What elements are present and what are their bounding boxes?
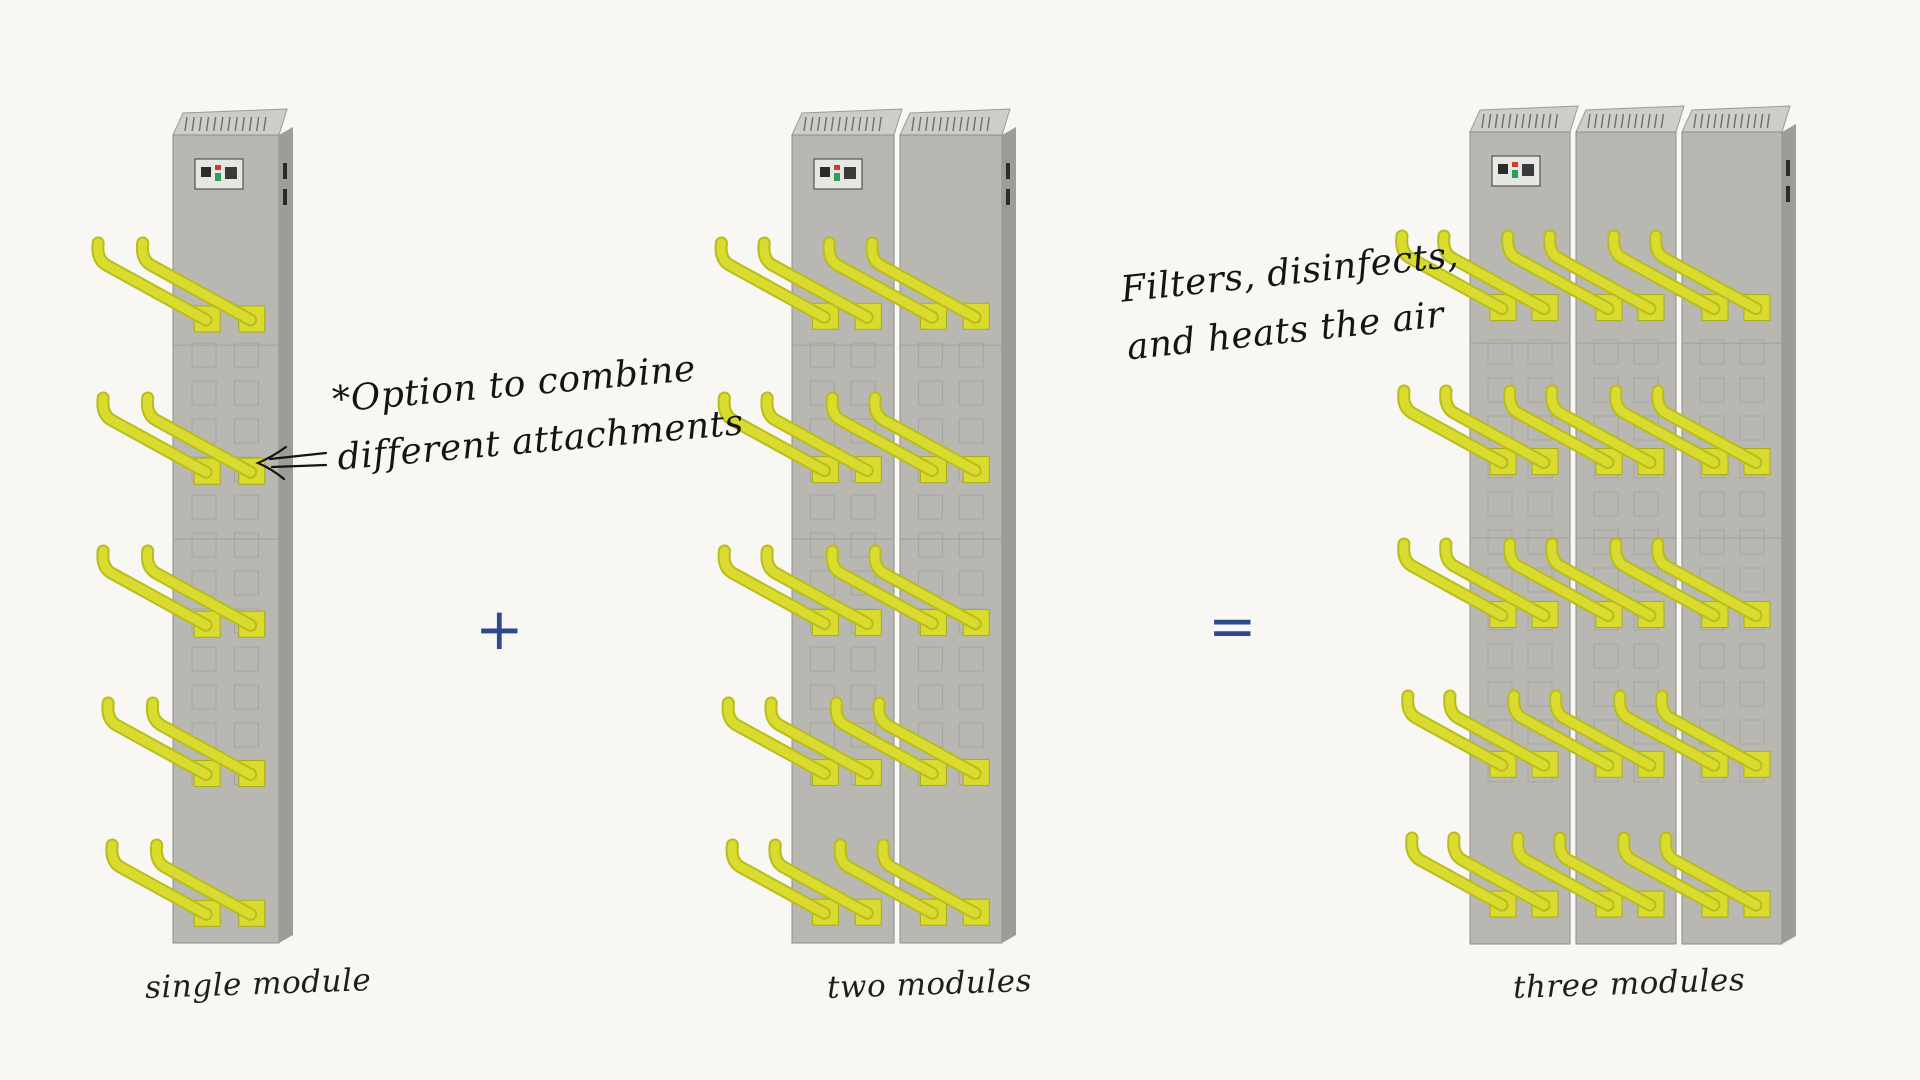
drying-hook [98,393,211,477]
control-panel-icon [1491,155,1541,187]
drying-hook [1441,539,1549,620]
drying-hook [107,840,211,919]
drying-hook [1513,833,1613,910]
drying-hook [1441,386,1549,467]
vent-top [791,108,903,136]
drying-hook [1657,691,1761,770]
drying-hook [98,546,211,630]
drying-hook [1609,231,1719,314]
unit-side [1002,127,1016,943]
two-modules-unit [714,95,1040,955]
drying-hook [1503,231,1613,314]
drying-hook [142,546,256,630]
drying-hook [719,393,829,476]
vent-top [1469,105,1579,133]
vent-grille-icon [1481,113,1559,129]
drying-hook [831,698,937,778]
control-panel-icon [813,158,863,190]
drying-hook [1661,833,1761,910]
vent-top [172,108,288,136]
drying-hook [1547,539,1655,620]
drying-hook [827,393,937,476]
drying-hook [1619,833,1719,910]
unit-body [791,108,1016,944]
drying-hook [827,546,937,629]
drying-hook [1551,691,1655,770]
drying-hook [1399,539,1507,620]
three-modules-caption: three modules [1512,961,1746,1006]
drying-hook [151,840,256,919]
drying-hook [1555,833,1655,910]
vent-grille-icon [184,116,267,132]
drying-hook [1509,691,1613,770]
drying-hook [1545,231,1655,314]
drying-hook [824,238,937,322]
arrow-icon [255,445,328,481]
drying-hook [770,840,872,918]
drying-hook [870,393,980,476]
plus-sign: + [475,595,524,663]
drying-hook [1651,231,1761,314]
vent-top [1681,105,1791,133]
drying-hook [1611,386,1719,467]
drying-hook [1505,539,1613,620]
drying-hook [137,238,256,325]
three-modules-drawing [1395,105,1796,945]
vent-grille-icon [1587,113,1665,129]
drying-hook [716,238,829,322]
unit-side [1782,124,1796,944]
drying-hook [1439,231,1549,314]
combine-attachments-note: *Option to combine different attachments [330,348,746,479]
drying-hook [142,393,256,477]
two-modules-caption: two modules [826,962,1033,1006]
drying-hook [93,238,211,325]
drying-hook [147,698,256,779]
drying-hook [1611,539,1719,620]
equals-sign: = [1208,592,1257,660]
hook-attachments [1395,229,1771,918]
vent-grille-icon [911,116,990,132]
drying-hook [1399,386,1507,467]
drying-hook [103,698,211,779]
drying-hook [1407,833,1507,910]
drying-hook [1445,691,1549,770]
drying-hook [1547,386,1655,467]
drying-hook [727,840,829,918]
drying-hook [870,546,980,629]
drying-hook [1505,386,1613,467]
drying-hook [835,840,937,918]
drying-hook [878,840,980,918]
hook-attachments [714,236,990,926]
hook-attachments [91,236,266,927]
drying-hook [1403,691,1507,770]
vent-top [1575,105,1685,133]
drying-hook [1653,386,1761,467]
drying-hook [762,546,872,629]
drying-hook [867,238,980,322]
single-module-unit [91,95,305,955]
drying-hook [1615,691,1719,770]
drying-hook [1653,539,1761,620]
vent-grille-icon [1693,113,1771,129]
drying-hook [1397,231,1507,314]
drying-hook [1449,833,1549,910]
drying-hook [762,393,872,476]
single-module-caption: single module [144,962,372,1006]
unit-body [1469,105,1796,945]
control-panel-icon [194,158,244,190]
drying-hook [874,698,980,778]
drying-hook [766,698,872,778]
unit-side [279,127,293,943]
drying-hook [719,546,829,629]
single-module-drawing [91,108,293,944]
air-treatment-note: Filters, disinfects, and heats the air [1118,234,1461,369]
two-modules-drawing [714,108,1016,944]
drying-hook [723,698,829,778]
unit-body [172,108,293,944]
drying-hook [759,238,872,322]
vent-top [899,108,1011,136]
vent-grille-icon [803,116,882,132]
three-modules-unit [1395,88,1818,958]
